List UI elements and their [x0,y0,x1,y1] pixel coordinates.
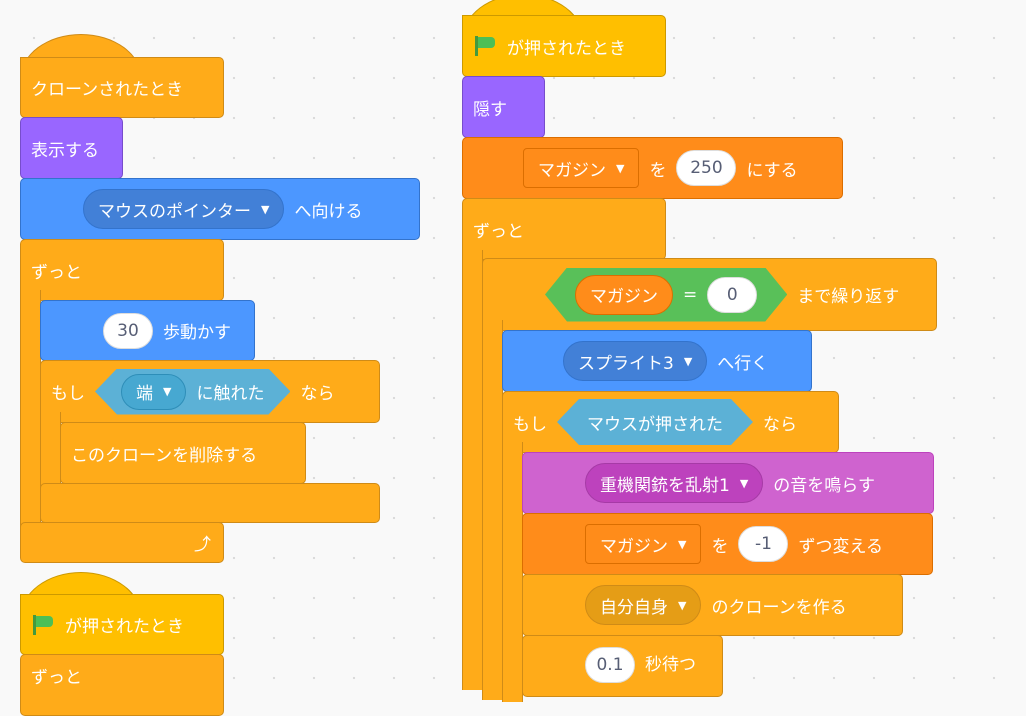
dropdown-arrow-icon: ▼ [678,537,687,551]
block-label: が押されたとき [507,38,626,59]
point-towards-block[interactable]: マウスのポインター ▼ へ向ける [20,178,420,240]
forever-bottom: ⤴ [20,522,224,563]
value-input[interactable]: -1 [738,526,789,562]
if-block[interactable]: もし マウスが押された なら [502,391,839,453]
dropdown-arrow-icon: ▼ [616,161,625,175]
equals-operator[interactable]: マガジン = 0 [545,268,787,322]
block-label: へ向ける [294,201,363,222]
compare-input[interactable]: 0 [707,277,757,313]
variable-reporter[interactable]: マガジン [575,275,673,315]
operator-label: = [683,284,698,305]
repeat-c-arm [482,320,503,700]
dropdown-value: 自分自身 [600,597,668,618]
block-label: このクローンを削除する [71,445,258,466]
block-label: のクローンを作る [711,597,847,618]
touching-condition[interactable]: 端▼ に触れた [95,369,290,415]
dropdown-value: マガジン [600,536,668,557]
block-label: もし [51,384,85,404]
when-flag-clicked-block[interactable]: が押されたとき [20,594,224,655]
condition-label: マウスが押された [587,414,723,435]
go-to-block[interactable]: スプライト3 ▼ へ行く [502,330,812,392]
point-target-dropdown[interactable]: マウスのポインター ▼ [83,189,285,229]
green-flag-icon [31,614,55,635]
set-variable-block[interactable]: マガジン ▼ を 250 にする [462,137,843,199]
dropdown-arrow-icon: ▼ [678,598,687,612]
change-variable-block[interactable]: マガジン ▼ を -1 ずつ変える [522,513,933,575]
forever-c-arm [462,250,483,690]
variable-dropdown[interactable]: マガジン ▼ [523,148,640,188]
when-flag-clicked-block[interactable]: が押されたとき [462,15,666,77]
block-label: が押されたとき [65,617,184,637]
block-label: を [711,536,729,557]
dropdown-value: スプライト3 [578,353,674,374]
block-label: 隠す [473,99,507,120]
block-label: 歩動かす [163,323,231,343]
sound-dropdown[interactable]: 重機関銃を乱射1 ▼ [585,463,764,503]
variable-dropdown[interactable]: マガジン ▼ [585,524,702,564]
forever-block[interactable]: ずっと [20,654,224,716]
move-steps-block[interactable]: 30 歩動かす [40,300,255,361]
go-to-target-dropdown[interactable]: スプライト3 ▼ [563,341,708,381]
block-label: 表示する [31,140,99,161]
dropdown-arrow-icon: ▼ [163,385,172,398]
block-label: ずっと [31,262,82,283]
touching-target-dropdown[interactable]: 端▼ [121,374,186,410]
block-label: なら [300,384,335,404]
block-label: の音を鳴らす [773,475,875,496]
mouse-down-condition[interactable]: マウスが押された [557,399,753,445]
block-label: ずつ変える [798,536,883,557]
hide-block[interactable]: 隠す [462,76,545,138]
forever-block[interactable]: ずっと [20,239,224,301]
condition-label: に触れた [196,384,265,404]
dropdown-arrow-icon: ▼ [261,202,270,216]
forever-c-arm [20,290,41,535]
steps-input[interactable]: 30 [103,312,153,349]
block-label: まで繰り返す [797,287,900,307]
dropdown-value: 重機関銃を乱射1 [600,475,730,496]
value-input[interactable]: 250 [676,150,737,186]
block-label: にする [746,160,798,181]
dropdown-value: マウスのポインター [98,201,251,222]
block-label: もし [513,414,547,435]
when-clone-starts-block[interactable]: クローンされたとき [20,57,224,118]
block-label: なら [763,414,797,435]
if-c-arm [40,412,61,492]
green-flag-icon [473,36,497,56]
play-sound-block[interactable]: 重機関銃を乱射1 ▼ の音を鳴らす [522,452,934,514]
if-c-arm [502,442,523,702]
dropdown-value: マガジン [538,160,606,181]
delete-clone-block[interactable]: このクローンを削除する [60,422,306,484]
block-label: 秒待つ [645,655,696,675]
dropdown-value: 端 [136,384,153,404]
wait-block[interactable]: 0.1 秒待つ [522,635,723,697]
block-label: ずっと [473,221,524,242]
if-block[interactable]: もし 端▼ に触れた なら [40,360,380,423]
block-label: を [649,160,667,181]
block-label: へ行く [717,353,769,374]
forever-block[interactable]: ずっと [462,198,666,260]
loop-arrow-icon: ⤴ [194,535,211,555]
block-label: ずっと [31,668,82,688]
dropdown-arrow-icon: ▼ [739,476,749,490]
if-bottom [40,483,380,523]
clone-target-dropdown[interactable]: 自分自身 ▼ [585,585,702,625]
repeat-until-block[interactable]: マガジン = 0 まで繰り返す [482,258,937,331]
block-label: クローンされたとき [31,80,184,100]
seconds-input[interactable]: 0.1 [585,647,635,683]
dropdown-arrow-icon: ▼ [683,354,693,368]
show-block[interactable]: 表示する [20,117,123,179]
create-clone-block[interactable]: 自分自身 ▼ のクローンを作る [522,574,903,636]
